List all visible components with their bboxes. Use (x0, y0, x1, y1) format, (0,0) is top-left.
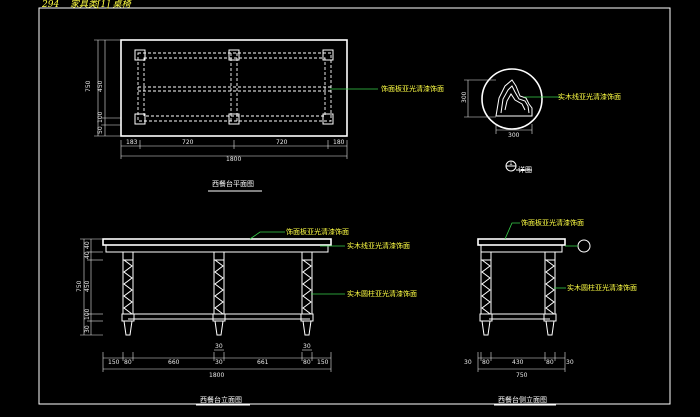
category-title: 家具类[1] 桌椅 (70, 0, 132, 10)
front-dim-3: 660 (168, 359, 180, 366)
front-dim-7: 150 (317, 359, 329, 366)
front-dim-1: 150 (108, 359, 120, 366)
plan-leg-6 (322, 113, 334, 125)
detail-note: 实木线亚光清漆饰面 (558, 92, 621, 101)
side-note-top: 饰面板亚光清漆饰面 (521, 218, 584, 227)
side-note-leg: 实木圆柱亚光清漆饰面 (567, 283, 637, 292)
front-dim-2: 80 (124, 359, 132, 366)
detail-marker-num: 1 (509, 160, 513, 167)
front-dim-mid-b: 30 (303, 343, 311, 350)
front-note-leg: 实木圆柱亚光清漆饰面 (347, 289, 417, 298)
detail-view: 实木线亚光清漆饰面 300 300 1 详图 (461, 68, 621, 174)
plan-dim-total: 1800 (226, 156, 241, 163)
plan-leg-1 (134, 49, 146, 61)
detail-title: 详图 (518, 165, 532, 174)
plan-dim-4: 180 (333, 139, 345, 146)
detail-circle (481, 68, 543, 130)
side-dim-4: 80 (546, 359, 554, 366)
side-detail-callout (577, 239, 591, 253)
plan-outline (120, 39, 348, 137)
plan-dim-1: 183 (126, 139, 138, 146)
plan-dim-left-3: 100 (97, 111, 104, 123)
detail-dim-h: 300 (461, 91, 468, 103)
front-dim-mid-a: 30 (215, 343, 223, 350)
front-dim-left-6: 30 (84, 325, 91, 333)
front-leg-right (300, 251, 314, 336)
front-elevation: 饰面板亚光清漆饰面 实木线亚光清漆饰面 实木圆柱亚光清漆饰面 40 40 750… (76, 227, 417, 406)
detail-dim-w: 300 (508, 132, 520, 139)
detail-profile (495, 79, 533, 117)
plan-dim-2: 720 (182, 139, 194, 146)
plan-leg-2 (228, 49, 240, 61)
front-note-top: 饰面板亚光清漆饰面 (286, 227, 349, 236)
side-dim-1: 30 (464, 359, 472, 366)
side-leader-top (504, 222, 520, 240)
plan-note: 饰面板亚光清漆饰面 (381, 84, 444, 93)
front-title: 西餐台立面图 (200, 395, 242, 404)
plan-view: 饰面板亚光清漆饰面 183 720 720 180 1800 750 450 1… (85, 39, 444, 192)
front-dim-5: 661 (257, 359, 269, 366)
drawing-frame (38, 7, 671, 405)
side-dim-5: 30 (566, 359, 574, 366)
front-dim-4: 30 (215, 359, 223, 366)
front-dim-left-4: 450 (84, 280, 91, 292)
plan-leg-3 (322, 49, 334, 61)
side-leg-left (479, 251, 493, 336)
page-number: 294 (41, 0, 59, 10)
plan-dim-left-4: 50 (97, 126, 104, 134)
front-dim-left-2: 40 (84, 251, 91, 259)
side-dim-total: 750 (516, 372, 528, 379)
front-dim-6: 80 (303, 359, 311, 366)
front-leg-left (121, 251, 135, 336)
plan-title: 西餐台平面图 (212, 179, 254, 188)
front-note-edge: 实木线亚光清漆饰面 (347, 241, 410, 250)
front-dim-total: 1800 (209, 372, 224, 379)
plan-dim-left-1: 750 (85, 80, 92, 92)
side-elevation: 饰面板亚光清漆饰面 实木圆柱亚光清漆饰面 30 80 430 80 30 750… (464, 218, 637, 406)
side-top (477, 238, 566, 246)
side-leg-right (543, 251, 557, 336)
front-edge (105, 244, 329, 253)
plan-leg-5 (228, 113, 240, 125)
side-dim-3: 430 (512, 359, 524, 366)
side-edge (480, 244, 563, 253)
side-title: 西餐台侧立面图 (498, 395, 547, 404)
plan-dim-left-2: 450 (97, 80, 104, 92)
front-leader-top (249, 231, 285, 240)
front-dim-left-5: 100 (84, 308, 91, 320)
plan-dim-3: 720 (276, 139, 288, 146)
plan-leg-4 (134, 113, 146, 125)
side-dim-2: 80 (482, 359, 490, 366)
front-top (102, 238, 332, 246)
front-dim-left-3: 750 (76, 280, 83, 292)
front-leg-mid (212, 251, 226, 336)
front-dim-left-1: 40 (84, 241, 91, 249)
